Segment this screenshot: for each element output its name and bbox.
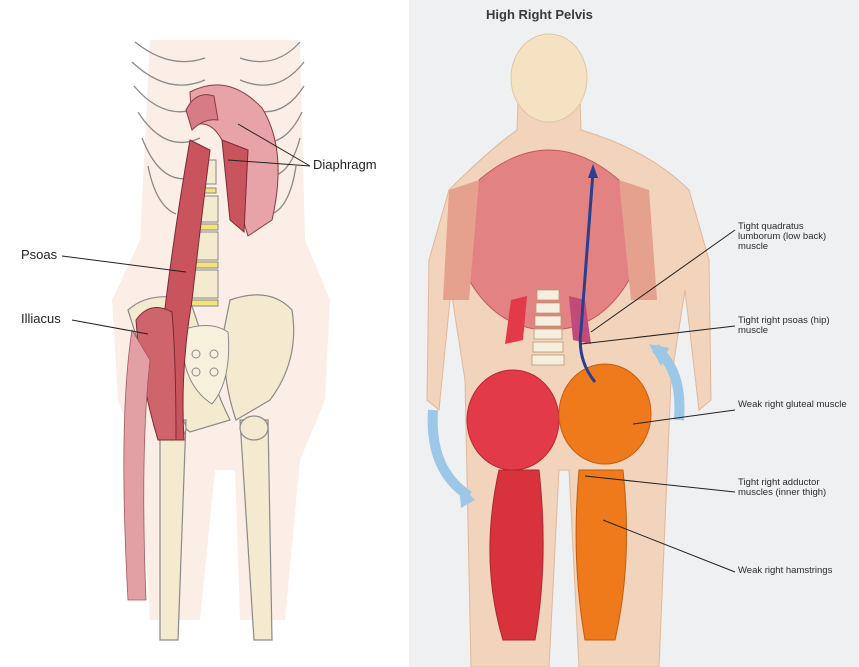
label-psoas: Psoas	[21, 247, 57, 262]
label-weak-gluteal: Weak right gluteal muscle	[738, 400, 848, 410]
label-tight-psoas: Tight right psoas (hip) muscle	[738, 316, 848, 336]
left-hamstring	[490, 470, 543, 640]
label-diaphragm: Diaphragm	[313, 157, 377, 172]
weak-right-hamstring	[576, 470, 626, 640]
label-tight-adductor: Tight right adductor muscles (inner thig…	[738, 478, 848, 498]
label-weak-hamstrings: Weak right hamstrings	[738, 566, 848, 576]
right-anatomy-panel: High Right Pelvis	[409, 0, 859, 667]
left-anatomy-panel: Diaphragm Psoas Illiacus	[0, 0, 409, 667]
diagram-title: High Right Pelvis	[486, 7, 593, 22]
weak-right-gluteal	[559, 364, 651, 464]
label-tight-quadratus: Tight quadratus lumborum (low back) musc…	[738, 222, 848, 252]
head	[511, 34, 587, 122]
rotation-arrow-left	[433, 410, 469, 496]
hip-flexor-illustration	[0, 0, 409, 667]
left-gluteal	[467, 370, 559, 470]
label-illiacus: Illiacus	[21, 311, 61, 326]
